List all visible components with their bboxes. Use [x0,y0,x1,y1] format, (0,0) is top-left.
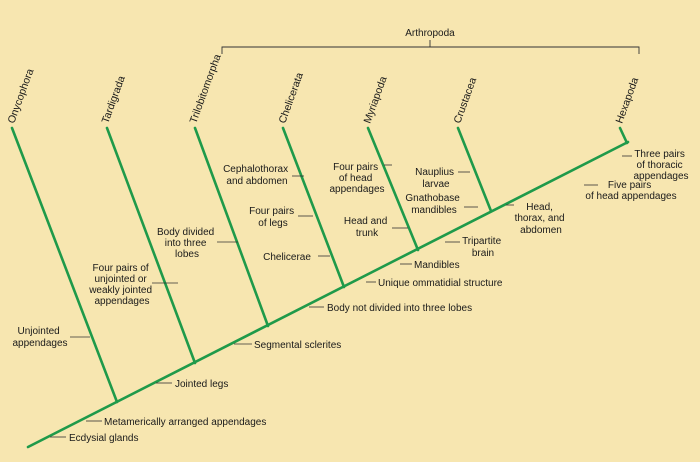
char-nauplius-larvae: Nauplius larvae [415,167,457,190]
char-chelicerae: Chelicerae [263,252,311,263]
char-four-pairs-head-appendages: Four pairs of head appendages [329,162,384,195]
branch-chelicerata [281,126,346,289]
char-metamerically-arranged-appendages: Metamerically arranged appendages [104,417,266,428]
char-head-and-trunk: Head and trunk [344,216,390,239]
taxon-chelicerata: Chelicerata [277,71,306,125]
char-unique-ommatidial: Unique ommatidial structure [378,278,503,289]
branch-myriapoda [366,126,420,252]
taxon-crustacea: Crustacea [452,76,480,125]
char-tripartite-brain: Tripartite brain [462,236,504,259]
taxon-hexapoda: Hexapoda [614,76,642,125]
char-segmental-sclerites: Segmental sclerites [254,340,341,351]
char-cephalothorax-abdomen: Cephalothorax and abdomen [223,164,291,187]
char-body-not-divided: Body not divided into three lobes [327,303,472,314]
taxon-trilobitomorpha: Trilobitomorpha [188,53,224,125]
char-four-pairs-unjointed: Four pairs of unjointed or weakly jointe… [88,263,155,307]
taxon-onycophora: Onycophora [6,67,37,125]
branch-trilobitomorpha [193,126,270,328]
taxon-myriapoda: Myriapoda [362,75,390,125]
char-head-thorax-abdomen: Head, thorax, and abdomen [515,202,568,236]
group-label: Arthropoda [405,28,455,39]
leader-lines [50,155,632,438]
char-unjointed-appendages: Unjointed appendages [12,326,67,349]
char-five-pairs-head-appendages: Five pairs of head appendages [585,180,676,202]
char-gnathobase-mandibles: Gnathobase mandibles [405,193,462,216]
branch-crustacea [456,126,493,213]
taxon-tardigrada: Tardigrada [100,74,128,125]
branch-tardigrada [105,126,197,365]
arthropoda-bracket [221,40,640,54]
char-body-divided-three-lobes: Body divided into three lobes [157,227,217,260]
main-trunk [26,140,630,449]
char-three-pairs-thoracic: Three pairs of thoracic appendages [633,149,688,182]
char-jointed-legs: Jointed legs [175,379,228,390]
branch-onycophora [10,126,119,404]
char-four-pairs-legs: Four pairs of legs [249,206,297,229]
char-ecdysial-glands: Ecdysial glands [69,433,138,444]
branch-hexapoda [618,126,629,145]
char-mandibles: Mandibles [414,260,460,271]
